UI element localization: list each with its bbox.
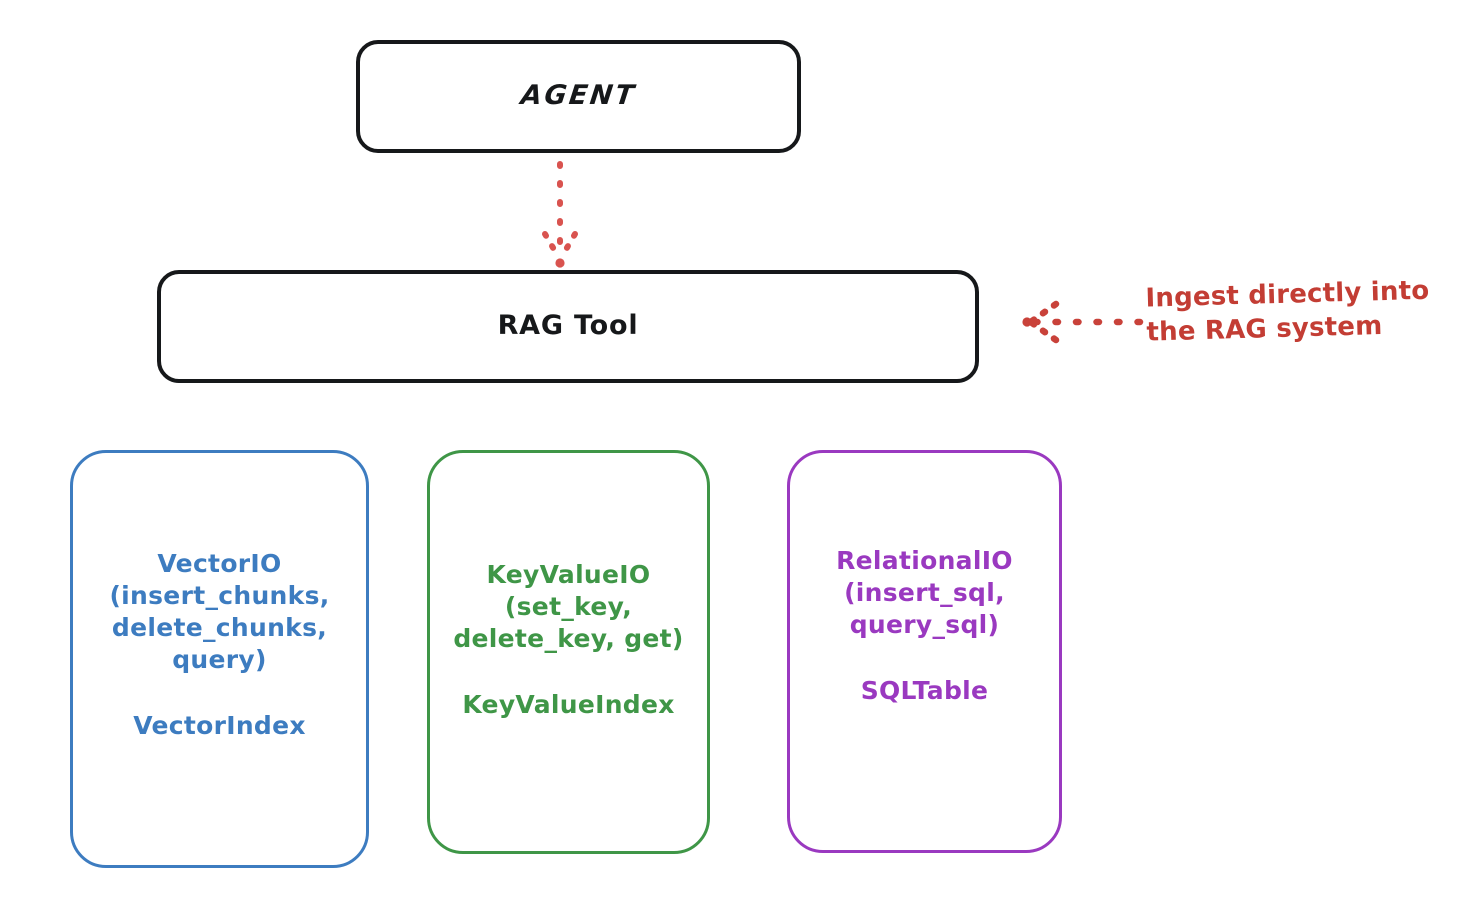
relational-io-index-label: SQLTable [860, 675, 989, 705]
vector-io-content: VectorIO (insert_chunks, delete_chunks, … [79, 548, 360, 742]
agent-to-rag-tool-arrow [542, 161, 578, 268]
rag-tool-node[interactable]: RAG Tool [157, 270, 979, 383]
key-value-io-node[interactable]: KeyValueIO (set_key, delete_key, get) Ke… [427, 450, 710, 854]
spacer [436, 655, 701, 689]
ingest-pointer-arrow [1022, 300, 1144, 344]
spacer [79, 676, 360, 710]
vector-io-api-label: VectorIO (insert_chunks, delete_chunks, … [109, 549, 330, 674]
agent-node-label: AGENT [519, 80, 638, 112]
relational-io-content: RelationalIO (insert_sql, query_sql) SQL… [796, 545, 1053, 707]
ingest-annotation-text: Ingest directly into the RAG system [1145, 275, 1430, 348]
relational-io-api-label: RelationalIO (insert_sql, query_sql) [836, 545, 1013, 639]
vector-io-index-label: VectorIndex [133, 711, 306, 740]
vector-io-node[interactable]: VectorIO (insert_chunks, delete_chunks, … [70, 450, 369, 868]
rag-tool-node-label: RAG Tool [497, 310, 639, 342]
key-value-io-index-label: KeyValueIndex [462, 690, 675, 719]
key-value-io-api-label: KeyValueIO (set_key, delete_key, get) [453, 560, 684, 653]
key-value-io-content: KeyValueIO (set_key, delete_key, get) Ke… [436, 559, 701, 721]
agent-node[interactable]: AGENT [356, 40, 801, 153]
relational-io-node[interactable]: RelationalIO (insert_sql, query_sql) SQL… [787, 450, 1062, 853]
spacer [796, 641, 1053, 675]
